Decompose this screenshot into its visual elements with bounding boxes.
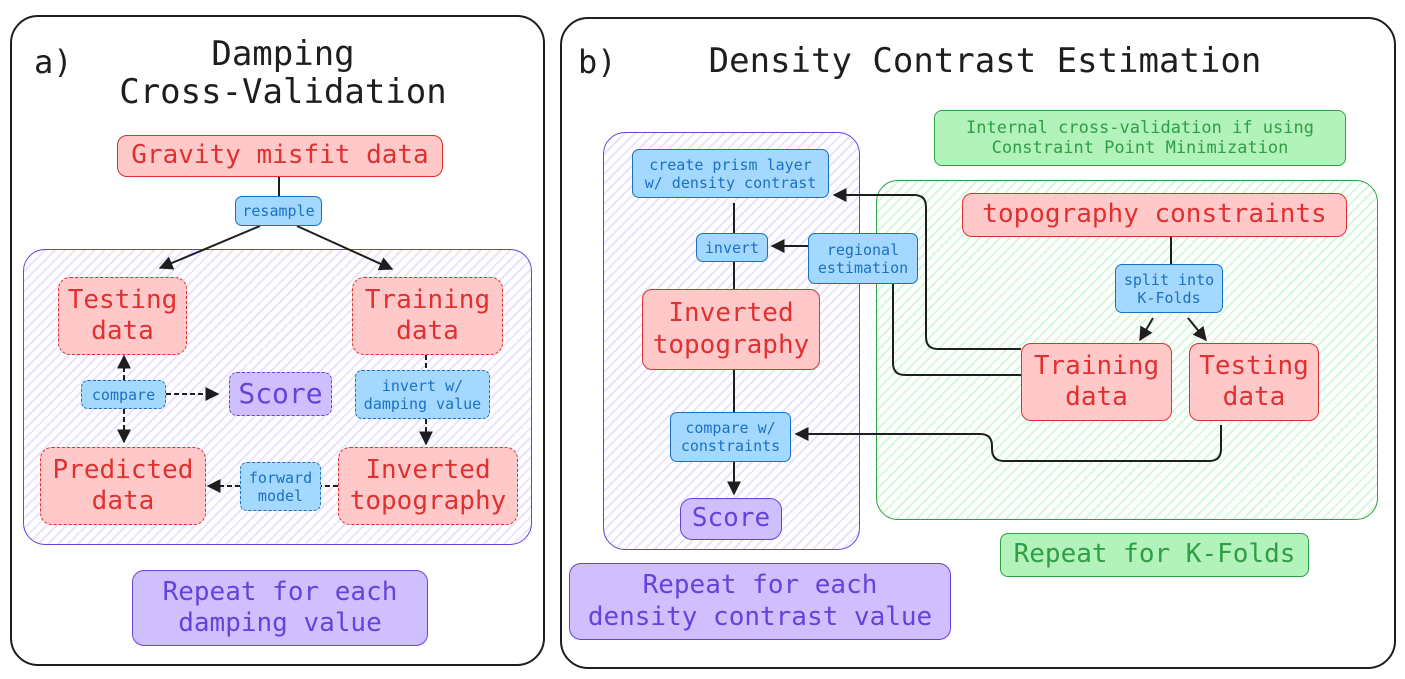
testing-data-node-b: Testing data — [1189, 343, 1319, 421]
panel-b-letter: b) — [578, 42, 617, 81]
invert-node-b: invert — [696, 233, 768, 262]
panel-a-title: Damping Cross-Validation — [119, 33, 447, 112]
forward-model-node: forward model — [240, 462, 321, 511]
repeat-density-node: Repeat for each density contrast value — [569, 563, 951, 640]
score-node-b: Score — [680, 498, 782, 540]
invert-damping-node: invert w/ damping value — [355, 370, 490, 419]
testing-data-node-a: Testing data — [58, 277, 187, 355]
repeat-kfolds-node: Repeat for K-Folds — [1000, 533, 1309, 577]
topography-constraints-node: topography constraints — [962, 193, 1347, 237]
inverted-topography-node-a: Inverted topography — [338, 447, 518, 525]
repeat-damping-node: Repeat for each damping value — [132, 570, 428, 646]
inverted-topography-node-b: Inverted topography — [642, 289, 820, 370]
score-node-a: Score — [229, 372, 332, 416]
resample-node: resample — [235, 196, 322, 226]
compare-constraints-node: compare w/ constraints — [670, 412, 791, 462]
panel-a-letter: a) — [34, 42, 73, 81]
prism-layer-node: create prism layer w/ density contrast — [632, 149, 829, 198]
gravity-misfit-node: Gravity misfit data — [117, 135, 443, 177]
training-data-node-b: Training data — [1021, 343, 1172, 421]
compare-node-a: compare — [81, 380, 166, 409]
training-data-node-a: Training data — [352, 277, 503, 355]
split-kfolds-node: split into K-Folds — [1115, 264, 1223, 313]
internal-cross-validation-note: Internal cross-validation if using Const… — [934, 110, 1346, 166]
predicted-data-node: Predicted data — [40, 447, 206, 525]
regional-estimation-node: regional estimation — [808, 233, 918, 284]
panel-b-title: Density Contrast Estimation — [708, 40, 1262, 81]
